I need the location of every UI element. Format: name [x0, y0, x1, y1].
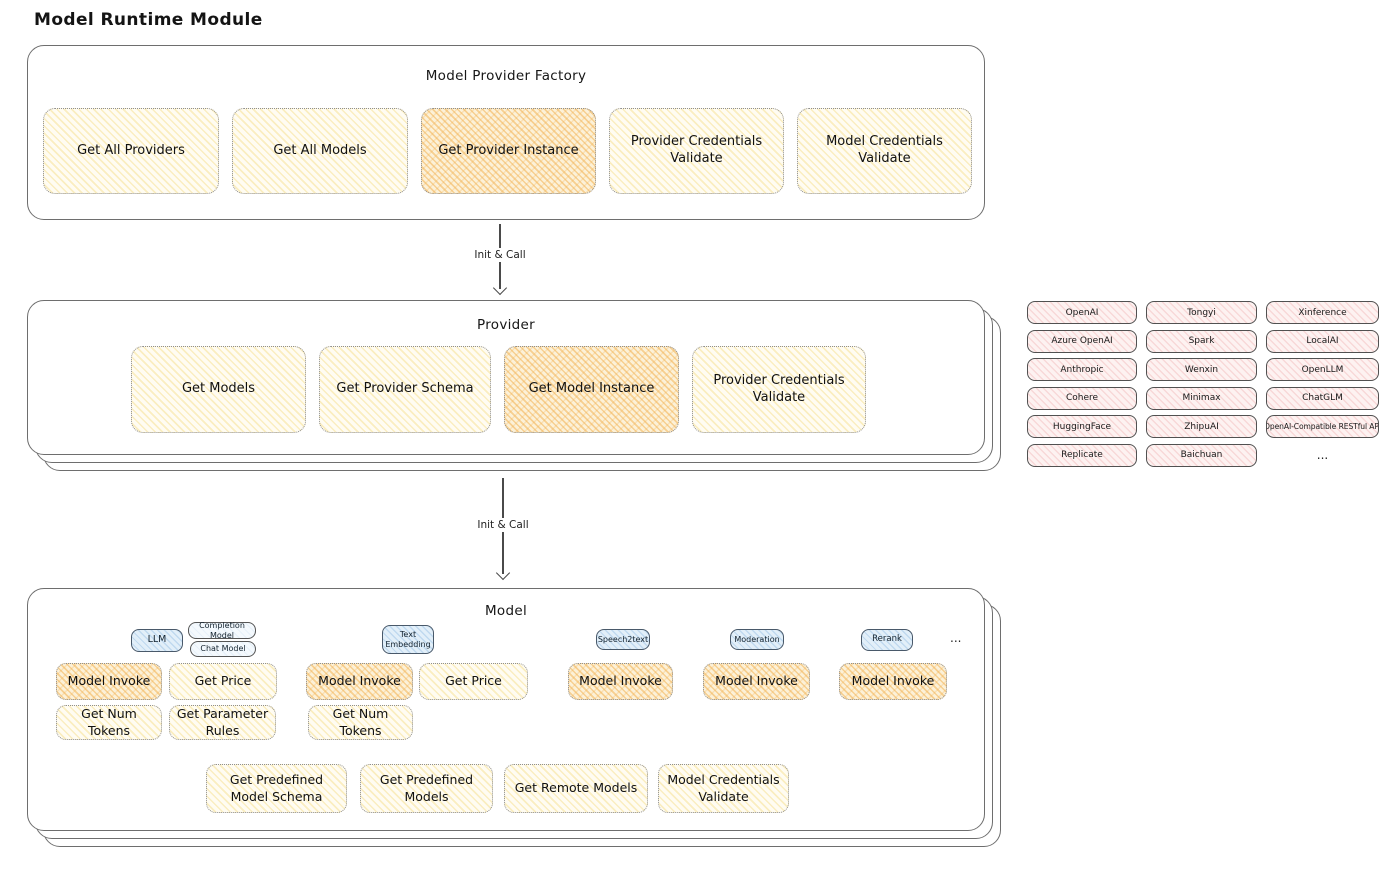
node-llm-get-num-tokens: Get Num Tokens: [56, 705, 162, 740]
tag-llm: LLM: [131, 629, 183, 652]
model-tags-ellipsis: ...: [950, 631, 962, 645]
node-get-all-providers: Get All Providers: [43, 108, 219, 194]
provider-wenxin: Wenxin: [1146, 358, 1257, 382]
provider-openai-compatible-restful-api: OpenAI-Compatible RESTful API: [1266, 415, 1379, 439]
node-te-model-invoke: Model Invoke: [306, 663, 413, 700]
init-call-arrow-1: Init & Call: [460, 224, 540, 296]
factory-panel-border: Model Provider Factory Get All Providers…: [27, 45, 985, 220]
node-get-provider-schema: Get Provider Schema: [319, 346, 491, 433]
provider-minimax: Minimax: [1146, 386, 1257, 410]
model-panel: Model LLM Completion Model Chat Model Te…: [27, 588, 1001, 847]
provider-huggingface: HuggingFace: [1027, 415, 1137, 439]
page-title: Model Runtime Module: [34, 10, 263, 30]
node-model-credentials-validate-2: Model Credentials Validate: [658, 764, 789, 813]
provider-cohere: Cohere: [1027, 386, 1137, 410]
provider-list-ellipsis: ...: [1316, 448, 1329, 463]
provider-azure-openai: Azure OpenAI: [1027, 329, 1137, 353]
tag-speech2text: Speech2text: [596, 629, 650, 650]
provider-baichuan: Baichuan: [1146, 443, 1257, 467]
node-get-predefined-models: Get Predefined Models: [360, 764, 493, 813]
provider-panel-border: Provider Get Models Get Provider Schema …: [27, 300, 985, 455]
arrow-label: Init & Call: [473, 518, 533, 532]
node-get-all-models: Get All Models: [232, 108, 408, 194]
provider-replicate: Replicate: [1027, 443, 1137, 467]
provider-spark: Spark: [1146, 329, 1257, 353]
provider-list-grid: OpenAI Tongyi Xinference Azure OpenAI Sp…: [1027, 301, 1379, 467]
node-model-credentials-validate: Model Credentials Validate: [797, 108, 972, 194]
node-get-models: Get Models: [131, 346, 306, 433]
tag-moderation: Moderation: [730, 629, 784, 650]
tag-chat-model: Chat Model: [190, 641, 256, 657]
node-get-predefined-model-schema: Get Predefined Model Schema: [206, 764, 347, 813]
provider-openllm: OpenLLM: [1266, 358, 1379, 382]
tag-text-embedding: Text Embedding: [382, 625, 434, 654]
model-panel-border: Model LLM Completion Model Chat Model Te…: [27, 588, 985, 831]
model-panel-title: Model: [484, 603, 528, 619]
provider-panel-title: Provider: [477, 317, 535, 333]
provider-localai: LocalAI: [1266, 329, 1379, 353]
init-call-arrow-2: Init & Call: [463, 478, 543, 581]
node-provider-credentials-validate: Provider Credentials Validate: [609, 108, 784, 194]
provider-anthropic: Anthropic: [1027, 358, 1137, 382]
node-moderation-model-invoke: Model Invoke: [703, 663, 810, 700]
node-rerank-model-invoke: Model Invoke: [839, 663, 947, 700]
node-llm-get-price: Get Price: [169, 663, 277, 700]
node-llm-get-parameter-rules: Get Parameter Rules: [169, 705, 276, 740]
factory-panel-title: Model Provider Factory: [425, 68, 587, 84]
model-provider-factory-panel: Model Provider Factory Get All Providers…: [27, 45, 985, 220]
arrow-label: Init & Call: [470, 248, 530, 262]
provider-tongyi: Tongyi: [1146, 301, 1257, 324]
tag-completion-model: Completion Model: [188, 621, 256, 640]
node-te-get-price: Get Price: [419, 663, 528, 700]
provider-openai: OpenAI: [1027, 301, 1137, 324]
provider-zhipuai: ZhipuAI: [1146, 415, 1257, 439]
provider-xinference: Xinference: [1266, 301, 1379, 324]
node-llm-model-invoke: Model Invoke: [56, 663, 162, 700]
node-get-model-instance: Get Model Instance: [504, 346, 679, 433]
provider-chatglm: ChatGLM: [1266, 386, 1379, 410]
tag-rerank: Rerank: [861, 629, 913, 651]
node-s2t-model-invoke: Model Invoke: [568, 663, 673, 700]
node-provider-credentials-validate-2: Provider Credentials Validate: [692, 346, 866, 433]
node-te-get-num-tokens: Get Num Tokens: [308, 705, 413, 740]
arrow-down-icon: [492, 280, 508, 296]
node-get-remote-models: Get Remote Models: [504, 764, 648, 813]
arrow-down-icon: [495, 565, 511, 581]
node-get-provider-instance: Get Provider Instance: [421, 108, 596, 194]
provider-panel: Provider Get Models Get Provider Schema …: [27, 300, 1001, 471]
